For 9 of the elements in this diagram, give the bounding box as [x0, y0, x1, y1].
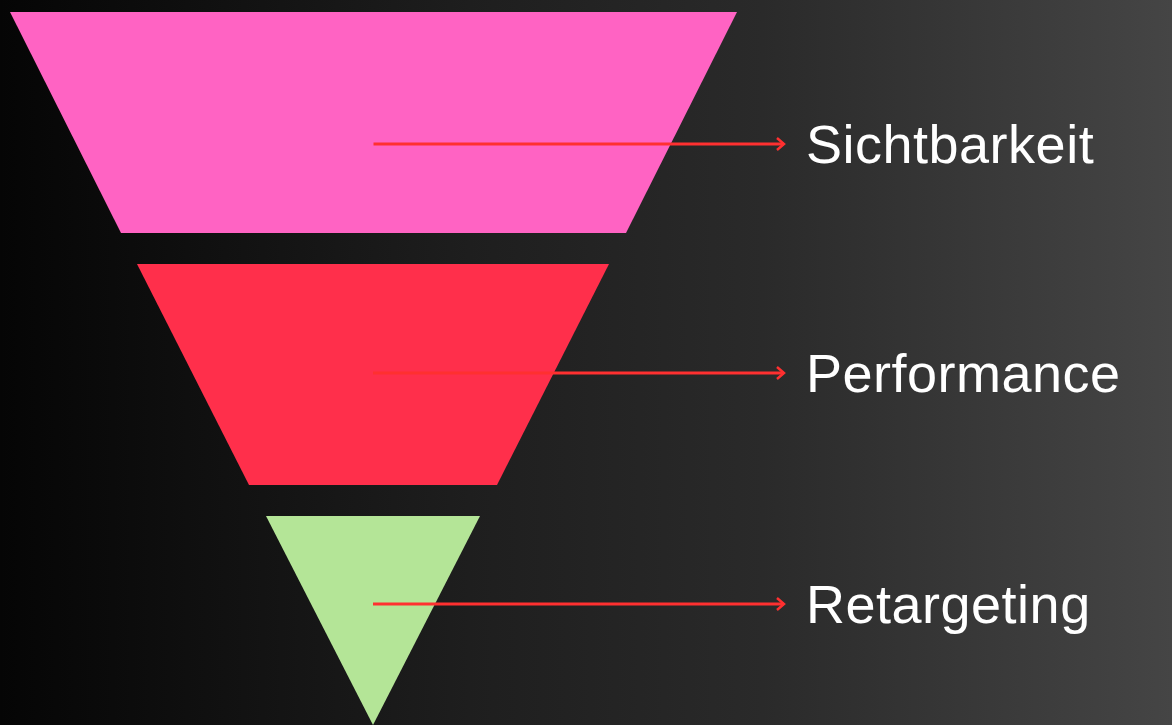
stage-label: Performance — [806, 341, 1121, 405]
stage-label: Sichtbarkeit — [806, 112, 1095, 176]
arrow — [373, 136, 786, 152]
funnel-segment — [137, 264, 609, 485]
arrow — [373, 596, 786, 612]
funnel-segment — [10, 12, 737, 233]
arrow — [373, 365, 786, 381]
stage-label: Retargeting — [806, 572, 1091, 636]
funnel-segment — [266, 516, 480, 725]
